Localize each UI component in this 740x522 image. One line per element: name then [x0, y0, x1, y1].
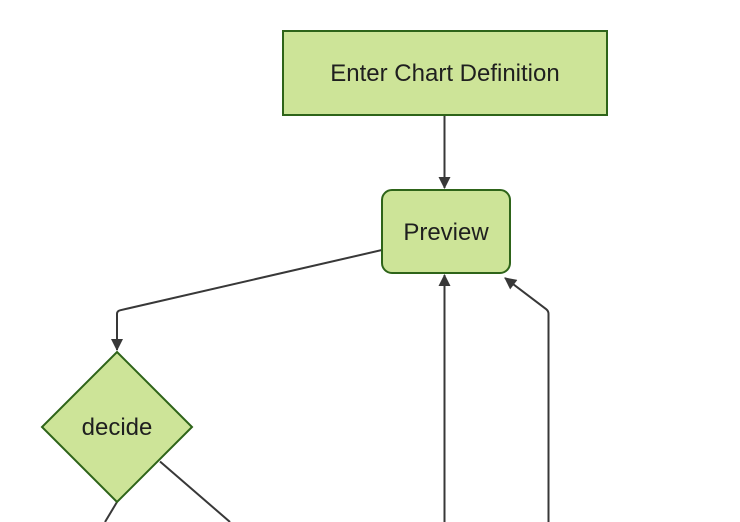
edge-decide-to-offscreen-left [104, 501, 118, 522]
edge-decide-to-offscreen-right [159, 460, 231, 522]
enter-chart-definition-box [282, 30, 608, 116]
edge-preview-to-decide [111, 249, 383, 351]
enter-chart-definition-label: Enter Chart Definition [330, 60, 559, 87]
decide-label: decide [82, 414, 153, 441]
node-decide: decide [40, 350, 194, 504]
node-enter-chart-definition: Enter Chart Definition [282, 30, 608, 116]
decide-diamond [40, 350, 194, 504]
preview-label: Preview [403, 219, 489, 246]
node-preview: Preview [381, 189, 511, 274]
edge-bottom-right-to-preview [504, 277, 550, 522]
preview-box [381, 189, 511, 274]
